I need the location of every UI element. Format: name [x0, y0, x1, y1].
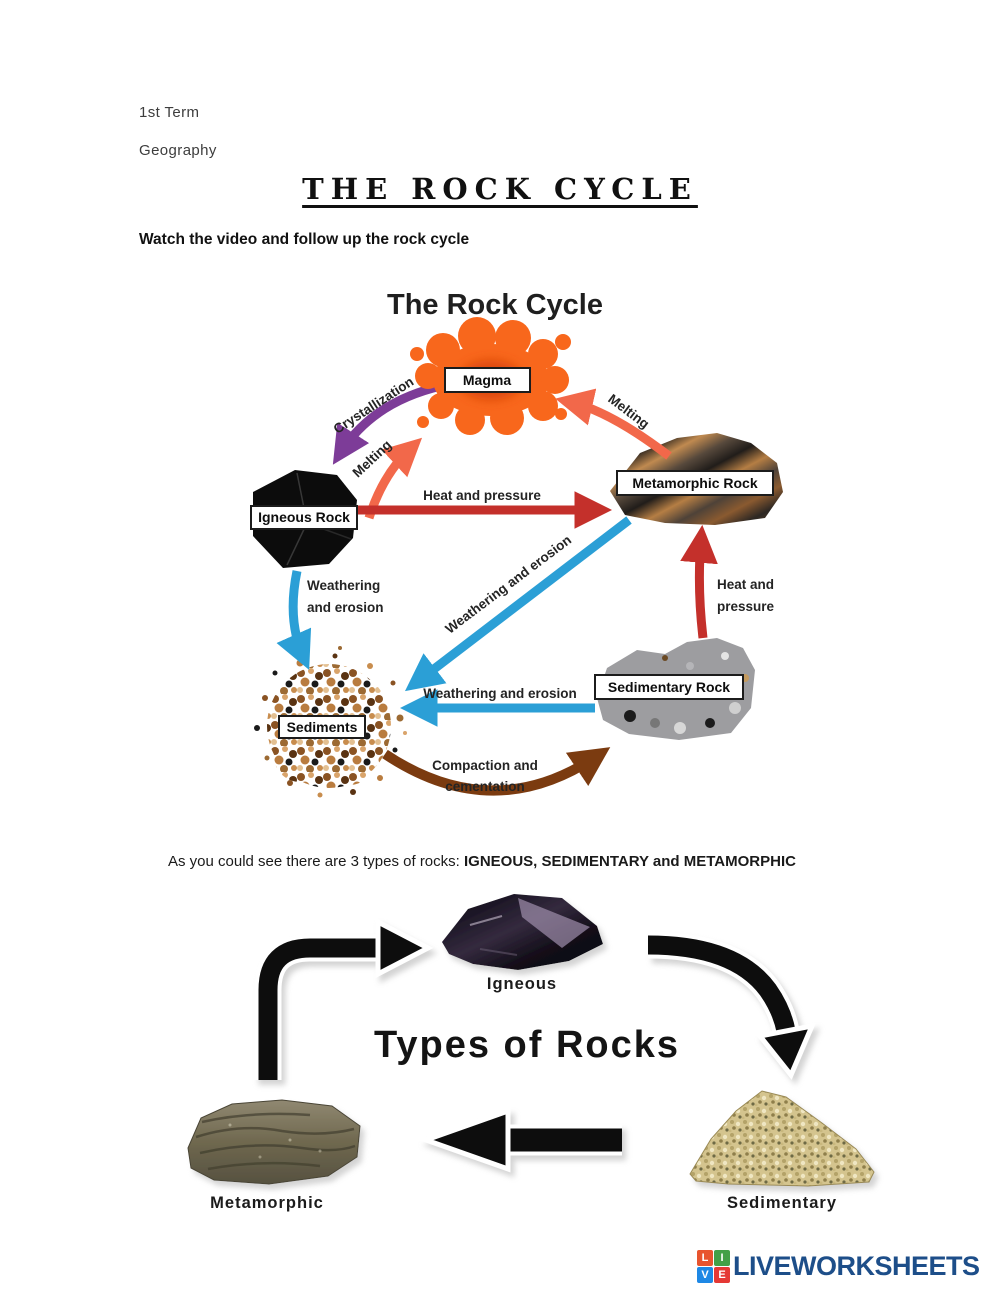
sedimentary-label: Sedimentary [727, 1194, 837, 1212]
svg-text:Metamorphic Rock: Metamorphic Rock [632, 475, 757, 491]
types-of-rocks-diagram: Types of Rocks Igneous Metamorphic [187, 894, 875, 1212]
sedimentary-rock-photo [689, 1090, 875, 1187]
igneous-rock-photo [442, 894, 603, 970]
melting-arrow-metamorphic-to-magma [555, 388, 672, 460]
weathering-left-label-line1: Weathering [307, 578, 380, 593]
svg-text:Sediments: Sediments [287, 719, 358, 735]
weathering-arrow-igneous-to-sediments [276, 570, 312, 670]
metamorphic-rock-photo [187, 1099, 361, 1185]
logo-letter-grid: L I V E [697, 1250, 730, 1283]
sedimentary-rock-label: Sedimentary Rock [594, 674, 744, 700]
svg-text:Igneous Rock: Igneous Rock [258, 509, 350, 525]
compaction-label-line1: Compaction and [432, 758, 538, 773]
rock-cycle-diagram: The Rock Cycle [250, 289, 783, 798]
igneous-label: Igneous [487, 975, 557, 993]
magma-label: Magma [444, 367, 531, 393]
heat-pressure-right-label-line1: Heat and [717, 577, 774, 592]
liveworksheets-logo[interactable]: L I V E LIVEWORKSHEETS [697, 1250, 980, 1283]
weathering-diagonal-label: Weathering and erosion [442, 532, 574, 636]
weathering-arrow-metamorphic-to-sediments [404, 516, 632, 692]
instruction-text: Watch the video and follow up the rock c… [139, 231, 470, 248]
svg-text:Magma: Magma [463, 372, 511, 388]
heat-pressure-label: Heat and pressure [423, 488, 541, 503]
page-title: THE ROCK CYCLE [302, 172, 698, 206]
types-diagram-title: Types of Rocks [374, 1024, 680, 1066]
note-intro: As you could see there are 3 types of ro… [168, 853, 464, 870]
note-text: As you could see there are 3 types of ro… [168, 853, 796, 870]
cycle-diagram-title: The Rock Cycle [387, 289, 603, 321]
compaction-label-line2: cementation [445, 779, 525, 794]
logo-letter-i: I [714, 1250, 730, 1266]
arrow-metamorphic-to-igneous [254, 917, 434, 1080]
logo-letter-v: V [697, 1267, 713, 1283]
logo-letter-l: L [697, 1250, 713, 1266]
metamorphic-rock-label: Metamorphic Rock [616, 470, 774, 496]
heat-pressure-right-label-line2: pressure [717, 599, 775, 614]
sediments-label: Sediments [278, 715, 366, 739]
crystallization-label: Crystallization [331, 374, 417, 437]
note-bold: IGNEOUS, SEDIMENTARY and METAMORPHIC [464, 853, 796, 870]
logo-brand-text: LIVEWORKSHEETS [733, 1251, 980, 1281]
metamorphic-label: Metamorphic [210, 1194, 324, 1212]
weathering-left-label-line2: and erosion [307, 600, 384, 615]
svg-text:Sedimentary Rock: Sedimentary Rock [608, 679, 730, 695]
igneous-rock-label: Igneous Rock [250, 505, 358, 530]
arrow-sedimentary-to-metamorphic [418, 1107, 622, 1173]
logo-letter-e: E [714, 1267, 730, 1283]
term-text: 1st Term [139, 104, 200, 121]
compaction-arrow-sediments-to-sedimentary [382, 747, 611, 796]
arrow-igneous-to-sedimentary [647, 931, 817, 1080]
crystallization-arrow [332, 381, 443, 465]
subject-text: Geography [139, 142, 217, 159]
heat-pressure-arrow-sedimentary-to-metamorphic [680, 524, 718, 639]
weathering-bottom-label: Weathering and erosion [423, 686, 577, 701]
